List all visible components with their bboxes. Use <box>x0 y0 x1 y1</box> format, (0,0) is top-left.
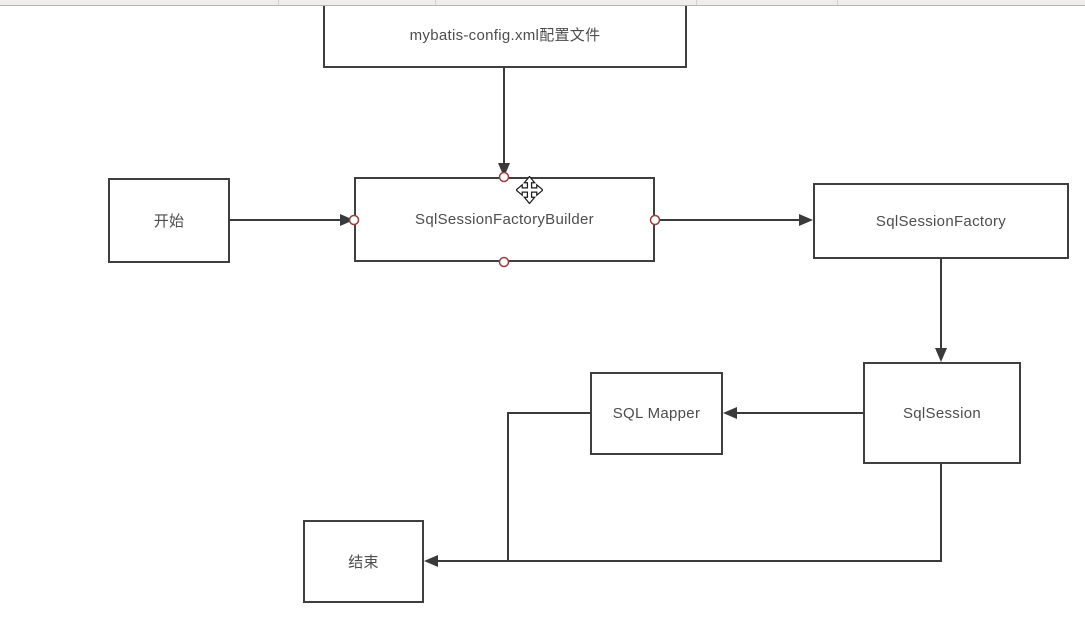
arrowhead-left-icon <box>723 407 737 419</box>
arrowhead-down-icon <box>935 348 947 362</box>
arrowhead-left-icon <box>424 555 438 567</box>
node-label: SqlSessionFactoryBuilder <box>415 211 594 228</box>
node-sql-mapper[interactable]: SQL Mapper <box>590 372 723 455</box>
node-label: mybatis-config.xml配置文件 <box>409 26 601 44</box>
toolbar-bottom-strip <box>0 0 1085 6</box>
node-end[interactable]: 结束 <box>303 520 424 603</box>
toolbar-divider <box>278 0 279 5</box>
node-label: SqlSession <box>902 404 982 422</box>
toolbar-divider <box>837 0 838 5</box>
arrowhead-right-icon <box>340 214 354 226</box>
edge-mapper-to-junction[interactable] <box>507 412 590 561</box>
arrowhead-right-icon <box>799 214 813 226</box>
node-sqlsessionfactorybuilder[interactable]: SqlSessionFactoryBuilder <box>354 177 655 262</box>
arrowhead-down-icon <box>498 163 510 177</box>
node-start[interactable]: 开始 <box>108 178 230 263</box>
node-sqlsession[interactable]: SqlSession <box>863 362 1021 464</box>
toolbar-divider <box>435 0 436 5</box>
node-mybatis-config-file[interactable]: mybatis-config.xml配置文件 <box>323 0 687 68</box>
edge-session-to-end[interactable] <box>436 464 942 562</box>
node-label: SqlSessionFactory <box>875 212 1007 230</box>
node-label: 开始 <box>153 213 185 230</box>
connector-lines <box>230 68 942 562</box>
node-sqlsessionfactory[interactable]: SqlSessionFactory <box>813 183 1069 259</box>
node-label: SQL Mapper <box>612 405 701 422</box>
node-label: 结束 <box>348 554 379 571</box>
toolbar-divider <box>696 0 697 5</box>
